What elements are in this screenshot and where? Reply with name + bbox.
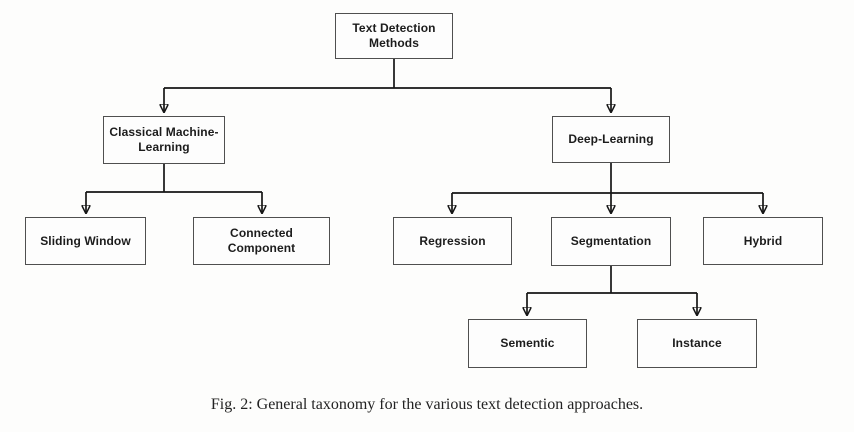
node-hybrid: Hybrid — [703, 217, 823, 265]
node-classical-machine-learning: Classical Machine- Learning — [103, 116, 225, 164]
node-connected-component: Connected Component — [193, 217, 330, 265]
connector-root-to-level1 — [164, 59, 611, 111]
figure-caption: Fig. 2: General taxonomy for the various… — [210, 396, 644, 413]
node-instance: Instance — [637, 319, 757, 368]
node-deep-learning: Deep-Learning — [552, 116, 670, 163]
connector-deep-to-children — [452, 163, 763, 212]
node-segmentation: Segmentation — [551, 217, 671, 266]
node-regression: Regression — [393, 217, 512, 265]
node-sliding-window: Sliding Window — [25, 217, 146, 265]
connector-segmentation-to-children — [527, 266, 697, 314]
node-text-detection-methods: Text Detection Methods — [335, 13, 453, 59]
connector-classical-to-children — [86, 164, 262, 212]
node-sementic: Sementic — [468, 319, 587, 368]
